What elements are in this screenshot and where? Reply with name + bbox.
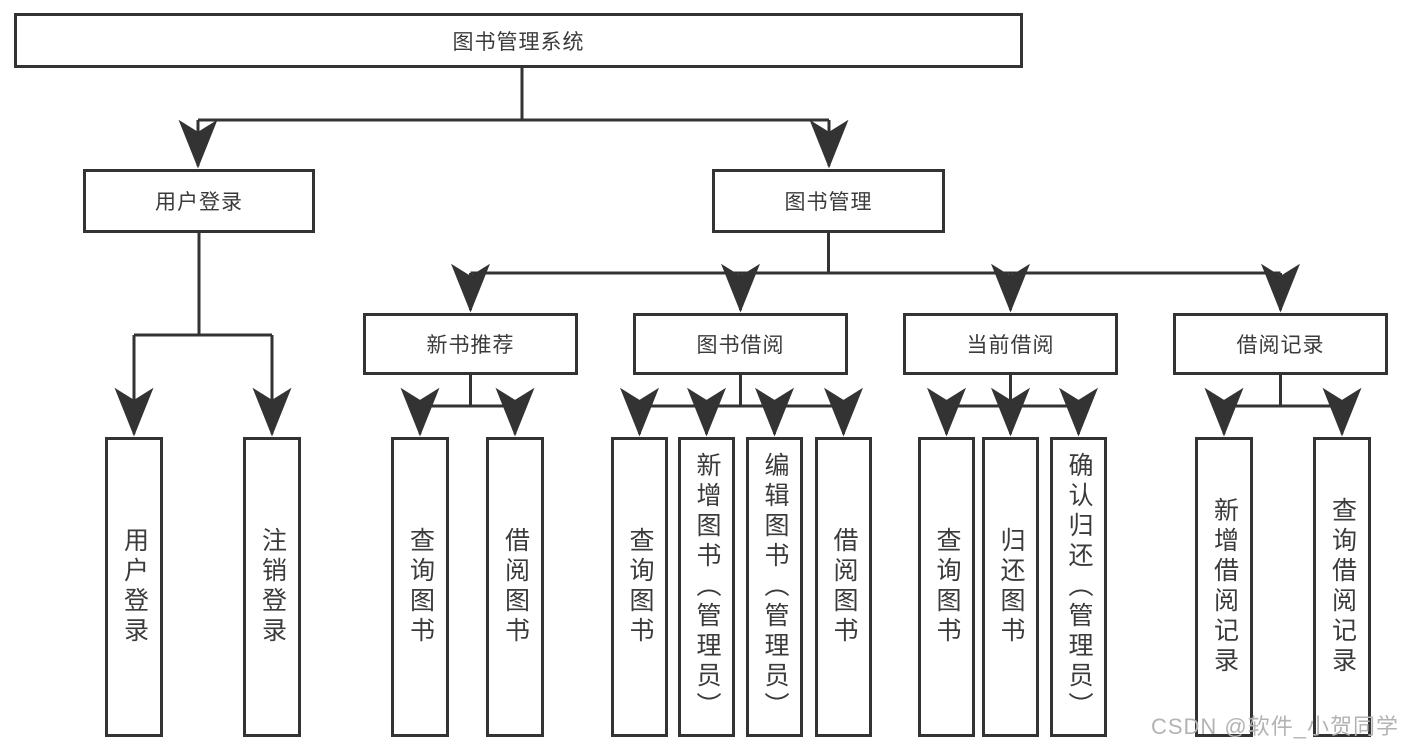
leaf-edit-book-admin-label: 编辑图书（管理员） [761,452,789,722]
leaf-query-borrow-record-label: 查询借阅记录 [1328,497,1357,677]
leaf-edit-book-admin: 编辑图书（管理员） [746,437,803,737]
node-book-borrowing: 图书借阅 [633,313,848,375]
leaf-add-book-admin-label: 新增图书（管理员） [693,452,721,722]
node-user-login: 用户登录 [83,169,315,233]
leaf-return-books-label: 归还图书 [997,527,1025,647]
leaf-return-books: 归还图书 [982,437,1039,737]
leaf-query-borrow-record: 查询借阅记录 [1313,437,1371,737]
leaf-query-books-recommend: 查询图书 [391,437,449,737]
leaf-user-login-label: 用户登录 [120,527,149,647]
node-new-book-recommendation-label: 新书推荐 [426,334,515,357]
leaf-query-books-current: 查询图书 [918,437,975,737]
node-library-system: 图书管理系统 [14,13,1023,68]
leaf-confirm-return-admin: 确认归还（管理员） [1050,437,1107,737]
csdn-watermark: CSDN @软件_小贺同学 [1150,714,1399,739]
leaf-borrow-books-recommend-label: 借阅图书 [501,527,530,647]
node-user-login-label: 用户登录 [155,191,243,214]
node-borrowing-records-label: 借阅记录 [1236,334,1325,357]
leaf-borrow-books-recommend: 借阅图书 [486,437,544,737]
node-book-borrowing-label: 图书借阅 [696,334,785,357]
node-borrowing-records: 借阅记录 [1173,313,1388,375]
node-book-management: 图书管理 [712,169,945,233]
node-new-book-recommendation: 新书推荐 [363,313,578,375]
leaf-add-borrow-record-label: 新增借阅记录 [1210,497,1239,677]
node-current-borrowing: 当前借阅 [903,313,1118,375]
leaf-query-books-recommend-label: 查询图书 [406,527,435,647]
leaf-borrow-books-borrowing: 借阅图书 [815,437,872,737]
leaf-query-books-borrowing-label: 查询图书 [626,527,654,647]
leaf-add-borrow-record: 新增借阅记录 [1195,437,1253,737]
leaf-logout-login-label: 注销登录 [258,527,287,647]
leaf-borrow-books-borrowing-label: 借阅图书 [830,527,858,647]
node-current-borrowing-label: 当前借阅 [966,334,1055,357]
leaf-add-book-admin: 新增图书（管理员） [678,437,735,737]
leaf-confirm-return-admin-label: 确认归还（管理员） [1065,452,1093,722]
leaf-query-books-borrowing: 查询图书 [611,437,668,737]
node-book-management-label: 图书管理 [784,191,873,214]
node-library-system-label: 图书管理系统 [452,30,585,54]
leaf-query-books-current-label: 查询图书 [933,527,961,647]
leaf-user-login: 用户登录 [105,437,163,737]
leaf-logout-login: 注销登录 [243,437,301,737]
